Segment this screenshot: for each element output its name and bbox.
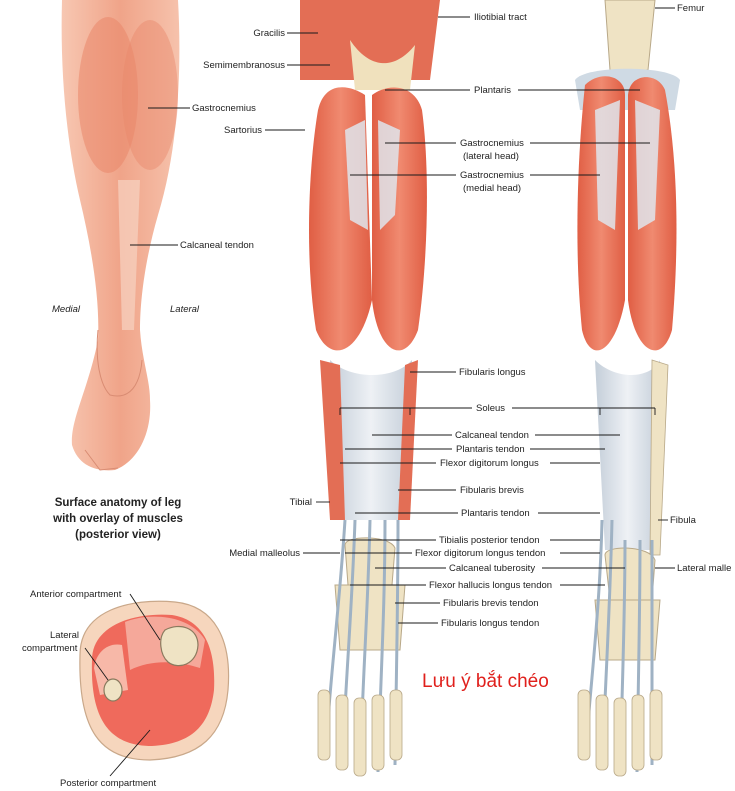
label-plantaris: Plantaris: [474, 85, 511, 96]
label-gastroc-medial-1: Gastrocnemius: [460, 170, 524, 181]
label-soleus: Soleus: [476, 403, 505, 414]
middle-leg-illustration: [300, 0, 440, 777]
label-sartorius: Sartorius: [224, 125, 262, 136]
label-gastroc-lateral-1: Gastrocnemius: [460, 138, 524, 149]
caption-line2: with overlay of muscles: [52, 513, 183, 525]
label-lateral: Lateral: [170, 304, 200, 315]
label-calcaneal-tendon-surface: Calcaneal tendon: [180, 240, 254, 251]
label-femur: Femur: [677, 3, 704, 14]
label-lateral-malleolus: Lateral malle: [677, 563, 731, 574]
label-fdl-tendon: Flexor digitorum longus tendon: [415, 548, 545, 559]
label-flexor-digitorum-longus: Flexor digitorum longus: [440, 458, 539, 469]
label-posterior-compartment: Posterior compartment: [60, 778, 156, 789]
note-text: Lưu ý bắt chéo: [422, 670, 549, 692]
label-gracilis: Gracilis: [253, 28, 285, 39]
label-fibularis-brevis: Fibularis brevis: [460, 485, 524, 496]
label-iliotibial-tract: Iliotibial tract: [474, 12, 527, 23]
label-tibialis-posterior-tendon: Tibialis posterior tendon: [439, 535, 540, 546]
label-calcaneal-tuberosity: Calcaneal tuberosity: [449, 563, 535, 574]
fibula-section: [103, 678, 123, 702]
label-fibula: Fibula: [670, 515, 697, 526]
label-tibial: Tibial: [290, 497, 312, 508]
gastroc-overlay-medial: [78, 17, 138, 173]
femur-bone: [604, 0, 656, 71]
label-lateral-compartment-2: compartment: [22, 643, 78, 654]
calcaneal-tendon: [330, 360, 412, 520]
label-fibularis-brevis-tendon: Fibularis brevis tendon: [443, 598, 539, 609]
caption-line1: Surface anatomy of leg: [55, 497, 182, 509]
gastroc-overlay-lateral: [122, 20, 178, 170]
tendon-overlay: [118, 180, 140, 330]
label-medial-malleolus: Medial malleolus: [229, 548, 300, 559]
right-leg-illustration: [575, 0, 680, 777]
label-plantaris-tendon: Plantaris tendon: [456, 444, 525, 455]
tibia-section: [160, 625, 199, 667]
label-calcaneal-tendon: Calcaneal tendon: [455, 430, 529, 441]
label-medial: Medial: [52, 304, 81, 315]
surface-leg-illustration: [61, 0, 180, 471]
label-gastroc-medial-2: (medial head): [463, 183, 521, 194]
label-fhl-tendon: Flexor hallucis longus tendon: [429, 580, 552, 591]
label-fibularis-longus: Fibularis longus: [459, 367, 526, 378]
label-gastrocnemius-surface: Gastrocnemius: [192, 103, 256, 114]
label-semimembranosus: Semimembranosus: [203, 60, 285, 71]
label-lateral-compartment-1: Lateral: [50, 630, 79, 641]
fibula-bone: [649, 359, 669, 556]
cross-section-diagram: [79, 600, 230, 761]
label-plantaris-tendon-2: Plantaris tendon: [461, 508, 530, 519]
label-anterior-compartment: Anterior compartment: [30, 589, 122, 600]
label-fibularis-longus-tendon: Fibularis longus tendon: [441, 618, 539, 629]
caption-line3: (posterior view): [75, 529, 161, 541]
label-gastroc-lateral-2: (lateral head): [463, 151, 519, 162]
